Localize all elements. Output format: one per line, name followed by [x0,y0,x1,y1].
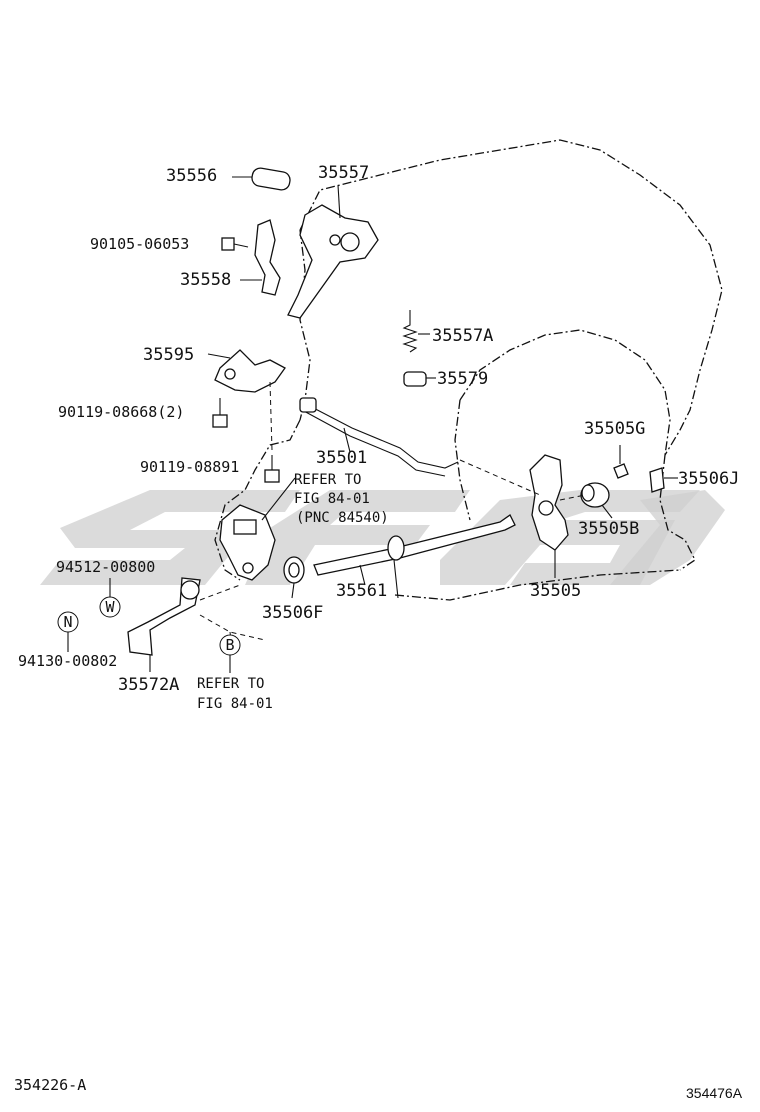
part-35572A-lever [127,577,266,672]
part-35579-pin [403,371,436,387]
refer-note-1-line3: (PNC 84540) [296,510,389,526]
callout-35561: 35561 [336,581,387,601]
callout-35572A: 35572A [118,675,179,695]
callout-90105: 90105-06053 [90,235,189,253]
part-35557A-spring [402,310,430,353]
marker-w: W [99,578,121,618]
callout-35558: 35558 [180,270,231,290]
part-35505G-pin [613,445,629,479]
callout-35579: 35579 [437,369,488,389]
callout-35505G: 35505G [584,419,645,439]
marker-n: N [57,611,79,652]
refer-note-2-line1: REFER TO [197,676,264,692]
callout-35556: 35556 [166,166,217,186]
bolt-90119-08891 [264,455,280,483]
callout-94130: 94130-00802 [18,652,117,670]
part-35561-shaft [313,514,516,599]
assembly-guide-lines [459,459,586,501]
marker-w-label: W [105,598,115,616]
part-35595-bracket [207,349,286,451]
callout-90119-08891: 90119-08891 [140,458,239,476]
refer-note-2-line2: FIG 84-01 [197,696,273,712]
part-35506J-clip [649,467,678,493]
callout-35557A: 35557A [432,326,493,346]
neutral-start-switch [219,477,296,581]
footer-left-code: 354226-A [14,1076,86,1094]
callout-35595: 35595 [143,345,194,365]
part-35556-pin [232,167,291,191]
callout-90119-08668: 90119-08668(2) [58,403,184,421]
marker-b-label: B [225,636,234,654]
callout-35505: 35505 [530,581,581,601]
refer-note-1-line2: FIG 84-01 [294,491,370,507]
part-35506F-seal [283,556,305,599]
callout-94512: 94512-00800 [56,558,155,576]
part-35505B-bushing [580,482,613,519]
bolt-90105 [221,237,249,251]
part-35505-plate [529,454,569,578]
part-35557-lever [287,184,379,319]
marker-b: B [219,634,241,673]
callout-35506F: 35506F [262,603,323,623]
marker-n-label: N [63,613,72,631]
callout-35557: 35557 [318,163,369,183]
part-35501-rod [299,397,459,477]
callout-35506J: 35506J [678,469,739,489]
callout-35505B: 35505B [578,519,639,539]
refer-note-1-line1: REFER TO [294,472,361,488]
callout-35501: 35501 [316,448,367,468]
footer-right-code: 354476A [686,1085,743,1101]
part-35558-clip [240,219,281,296]
bolt-90119-08668 [212,398,228,428]
